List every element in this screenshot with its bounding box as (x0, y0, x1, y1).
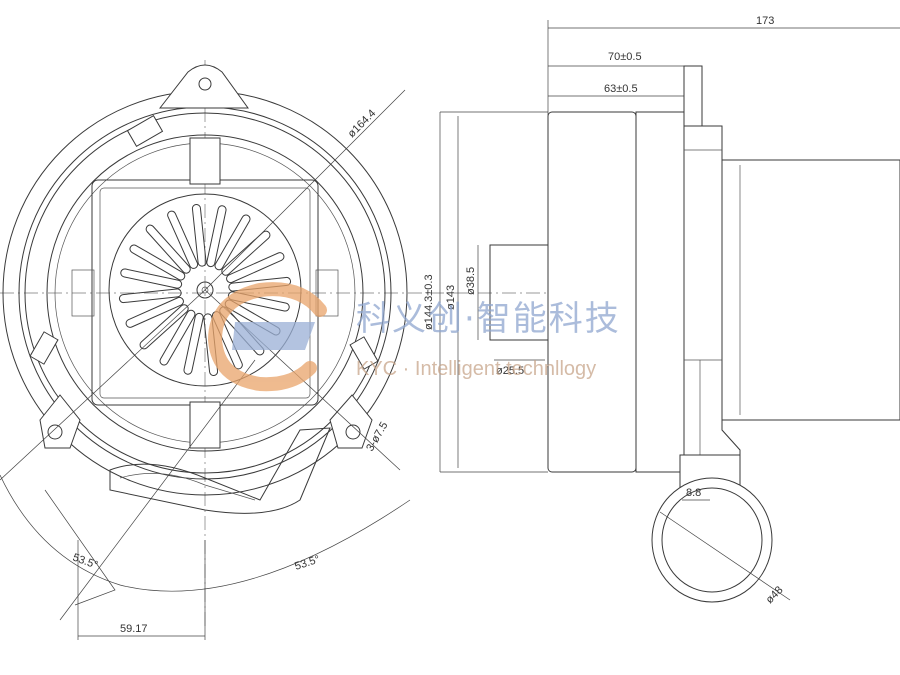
fan-slot (125, 296, 184, 328)
fan-slot (214, 214, 251, 271)
dia25-label: ø25.5 (496, 365, 524, 377)
fan-slot (191, 203, 207, 267)
len70-label: 70±0.5 (608, 51, 642, 63)
top-lug-side (683, 65, 703, 127)
outlet-tube-outer (651, 477, 773, 603)
overall-length-label: 173 (756, 15, 774, 27)
angle-left-label: 53.5° (71, 552, 99, 572)
angle-right-label: 53.5° (293, 553, 321, 572)
offset-label: 59.17 (120, 623, 148, 635)
fan-slot (129, 244, 186, 281)
right-mount-lug (329, 394, 373, 449)
dia144-label: ø144.3±0.3 (423, 274, 435, 330)
outlet-dia-label: ø48 (764, 584, 786, 606)
fan-slot (145, 224, 191, 274)
fan-slot (118, 288, 182, 304)
fan-slot (206, 205, 227, 268)
dia143-label: ø143 (445, 285, 457, 310)
outlet-dia-leader (659, 511, 791, 601)
fan-slot (139, 304, 189, 350)
watermark-en-text: KYC · Intelligent technllogy (356, 358, 596, 380)
fan-slot (120, 268, 183, 289)
dia38-label: ø38.5 (465, 267, 477, 295)
wall-label: 8.8 (686, 487, 701, 499)
logo-blue-bar (232, 322, 315, 350)
watermark-cn-text: 科义创·智能科技 (356, 299, 621, 339)
watermark-logo (207, 282, 327, 392)
side-bracket-right (315, 269, 339, 317)
fan-slot (183, 312, 204, 375)
top-mount-hole (198, 77, 212, 91)
angle-left-ray (0, 289, 206, 481)
fan-slot (226, 252, 285, 284)
fan-slot (167, 210, 199, 269)
left-mount-lug (39, 394, 81, 449)
left-mount-hole (47, 424, 63, 440)
fan-slot (221, 230, 271, 276)
housing-inner-circle (24, 112, 386, 474)
shaft-center (201, 286, 209, 294)
fan-slot (227, 291, 290, 312)
outlet-tube-inner (661, 487, 763, 593)
logo-orange-arc (207, 282, 327, 392)
fan-slots (118, 203, 292, 377)
fan-slot (159, 309, 196, 366)
outlet-projection (59, 359, 256, 621)
top-mount-lug (158, 64, 249, 109)
watermark: 科义创·智能科技 KYC · Intelligent technllogy (207, 282, 621, 392)
rim-clip-top (126, 115, 164, 147)
housing-flange (635, 111, 685, 473)
rim-clip-left (29, 331, 59, 365)
inlet-boss (489, 244, 549, 341)
motor-can (721, 159, 900, 421)
dia164-leader (204, 89, 406, 291)
rim-clip-right (349, 336, 379, 370)
right-mount-hole (345, 424, 361, 440)
brush-holder-top (189, 137, 221, 185)
side-view: 173 70±0.5 63±0.5 ø144.3±0.3 ø143 ø38.5 … (423, 15, 900, 606)
fan-housing-body (547, 111, 637, 473)
outlet-flange-outline (44, 489, 116, 606)
side-bracket-left (71, 269, 95, 317)
shaft (196, 281, 214, 299)
exhaust-inner-edge (119, 473, 256, 501)
flange-circle (46, 134, 364, 452)
len63-label: 63±0.5 (604, 83, 638, 95)
angle-arc (0, 474, 411, 592)
dia164-label: ø164.4 (346, 107, 379, 140)
exhaust-outlet (109, 427, 331, 514)
